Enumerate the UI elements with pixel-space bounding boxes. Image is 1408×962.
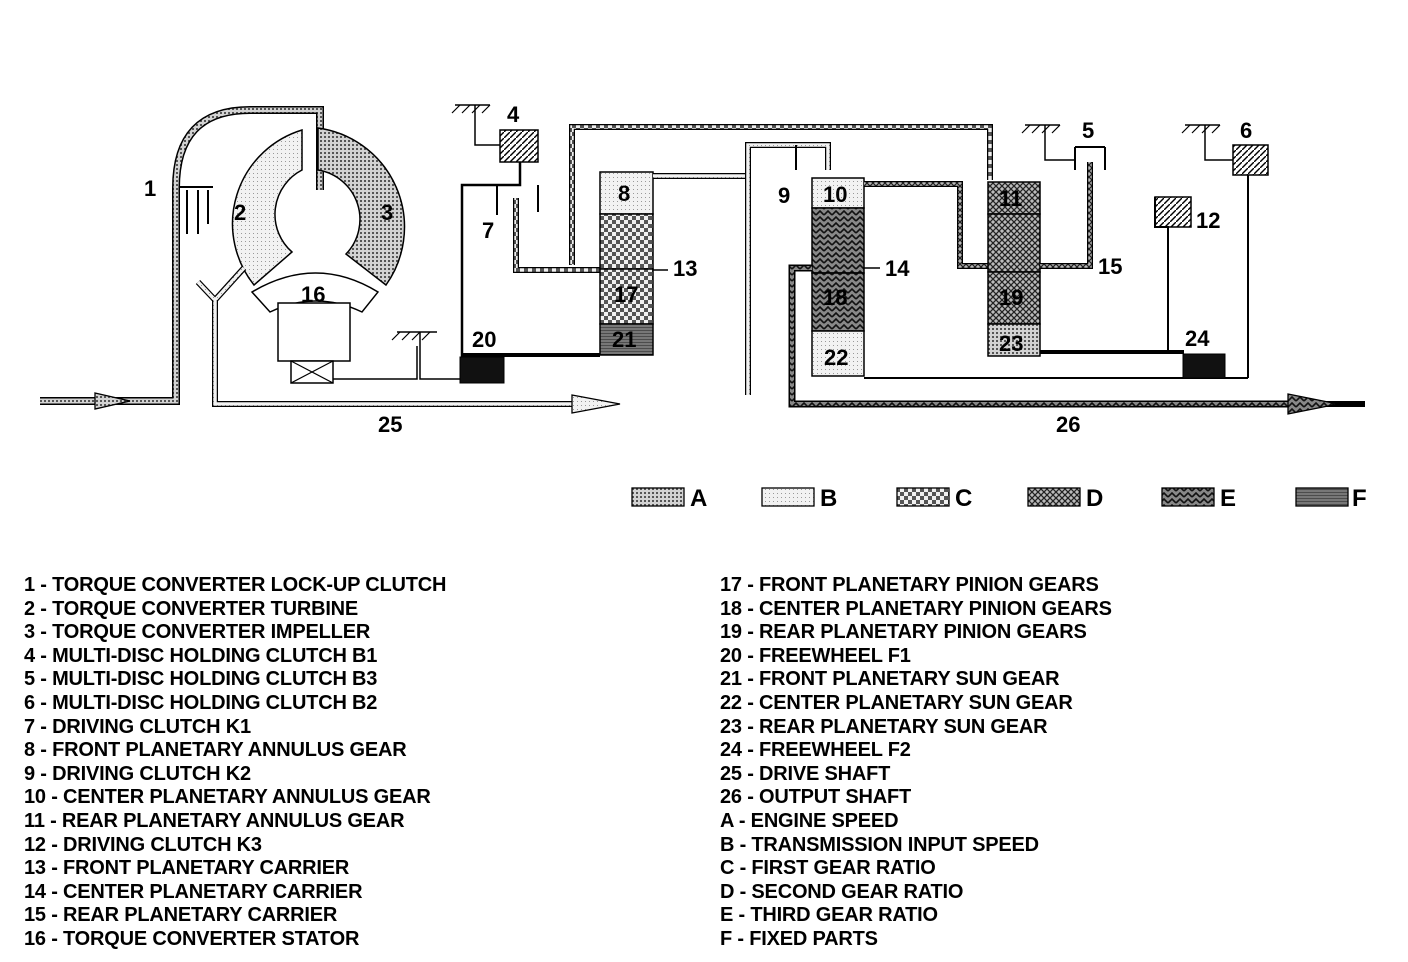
callout-17: 17 xyxy=(614,282,638,307)
key-item: 15 - REAR PLANETARY CARRIER xyxy=(24,904,338,927)
component-key-left: 1 - TORQUE CONVERTER LOCK-UP CLUTCH 2 - … xyxy=(24,574,446,952)
key-item: 11 - REAR PLANETARY ANNULUS GEAR xyxy=(24,809,405,832)
transmission-schematic: 1 2 3 4 5 6 7 8 9 10 11 12 13 14 15 16 1… xyxy=(40,102,1367,512)
key-item: 24 - FREEWHEEL F2 xyxy=(720,739,911,762)
callout-3: 3 xyxy=(381,200,393,225)
callout-26: 26 xyxy=(1056,412,1080,437)
callout-4: 4 xyxy=(507,102,520,127)
key-item: 13 - FRONT PLANETARY CARRIER xyxy=(24,857,350,880)
callout-10: 10 xyxy=(823,182,847,207)
callout-18: 18 xyxy=(823,285,847,310)
key-item: 6 - MULTI-DISC HOLDING CLUTCH B2 xyxy=(24,691,378,714)
callout-16: 16 xyxy=(301,282,325,307)
callout-labels: 1 2 3 4 5 6 7 8 9 10 11 12 13 14 15 16 1… xyxy=(144,102,1252,437)
key-item: 9 - DRIVING CLUTCH K2 xyxy=(24,762,251,785)
key-item: F - FIXED PARTS xyxy=(720,927,878,950)
callout-22: 22 xyxy=(824,345,848,370)
callout-21: 21 xyxy=(612,327,636,352)
callout-13: 13 xyxy=(673,256,697,281)
callout-7: 7 xyxy=(482,218,494,243)
callout-14: 14 xyxy=(885,256,910,281)
key-item: 8 - FRONT PLANETARY ANNULUS GEAR xyxy=(24,739,407,762)
key-item: 5 - MULTI-DISC HOLDING CLUTCH B3 xyxy=(24,668,378,691)
key-item: 10 - CENTER PLANETARY ANNULUS GEAR xyxy=(24,786,431,809)
key-item: 4 - MULTI-DISC HOLDING CLUTCH B1 xyxy=(24,644,378,667)
key-item: 2 - TORQUE CONVERTER TURBINE xyxy=(24,597,359,620)
swatch-f-label: F xyxy=(1352,485,1367,512)
key-item: 20 - FREEWHEEL F1 xyxy=(720,644,911,667)
key-item: 7 - DRIVING CLUTCH K1 xyxy=(24,715,251,738)
callout-23: 23 xyxy=(999,331,1023,356)
callout-1: 1 xyxy=(144,176,156,201)
callout-9: 9 xyxy=(778,183,790,208)
key-item: 1 - TORQUE CONVERTER LOCK-UP CLUTCH xyxy=(24,574,447,596)
key-item: 12 - DRIVING CLUTCH K3 xyxy=(24,833,262,856)
callout-5: 5 xyxy=(1082,118,1094,143)
key-item: 21 - FRONT PLANETARY SUN GEAR xyxy=(720,668,1060,691)
swatch-b-label: B xyxy=(820,485,837,512)
swatch-d-label: D xyxy=(1086,485,1103,512)
callout-2: 2 xyxy=(234,200,246,225)
key-item: C - FIRST GEAR RATIO xyxy=(720,857,936,880)
key-item: 26 - OUTPUT SHAFT xyxy=(720,786,912,809)
key-item: A - ENGINE SPEED xyxy=(720,809,899,832)
key-item: B - TRANSMISSION INPUT SPEED xyxy=(720,833,1039,856)
key-item: 16 - TORQUE CONVERTER STATOR xyxy=(24,927,360,950)
swatch-a-label: A xyxy=(690,485,707,512)
swatch-c xyxy=(896,487,950,507)
callout-25: 25 xyxy=(378,412,402,437)
callout-15: 15 xyxy=(1098,254,1122,279)
callout-19: 19 xyxy=(999,285,1023,310)
swatch-c-label: C xyxy=(955,485,972,512)
swatch-d xyxy=(1027,487,1081,507)
key-item: E - THIRD GEAR RATIO xyxy=(720,904,938,927)
callout-24: 24 xyxy=(1185,326,1210,351)
key-item: 25 - DRIVE SHAFT xyxy=(720,762,891,785)
key-item: 3 - TORQUE CONVERTER IMPELLER xyxy=(24,621,371,644)
key-item: 19 - REAR PLANETARY PINION GEARS xyxy=(720,621,1087,644)
rear-planetary xyxy=(987,124,1269,379)
callout-20: 20 xyxy=(472,327,496,352)
swatch-e xyxy=(1161,487,1215,507)
key-item: 14 - CENTER PLANETARY CARRIER xyxy=(24,880,363,903)
callout-12: 12 xyxy=(1196,208,1220,233)
swatch-a xyxy=(631,487,685,507)
swatch-f xyxy=(1295,487,1349,507)
key-item: 23 - REAR PLANETARY SUN GEAR xyxy=(720,715,1048,738)
key-item: 18 - CENTER PLANETARY PINION GEARS xyxy=(720,597,1112,620)
front-planetary xyxy=(451,104,993,395)
component-key-right: 17 - FRONT PLANETARY PINION GEARS 18 - C… xyxy=(720,574,1112,952)
key-item: 22 - CENTER PLANETARY SUN GEAR xyxy=(720,691,1073,714)
swatch-e-label: E xyxy=(1220,485,1236,512)
callout-8: 8 xyxy=(618,181,630,206)
callout-6: 6 xyxy=(1240,118,1252,143)
swatch-b xyxy=(761,487,815,507)
key-item: D - SECOND GEAR RATIO xyxy=(720,880,964,903)
torque-converter xyxy=(40,106,621,414)
key-item: 17 - FRONT PLANETARY PINION GEARS xyxy=(720,574,1099,596)
callout-11: 11 xyxy=(999,186,1022,211)
pattern-legend: A B C D E F xyxy=(631,485,1367,512)
